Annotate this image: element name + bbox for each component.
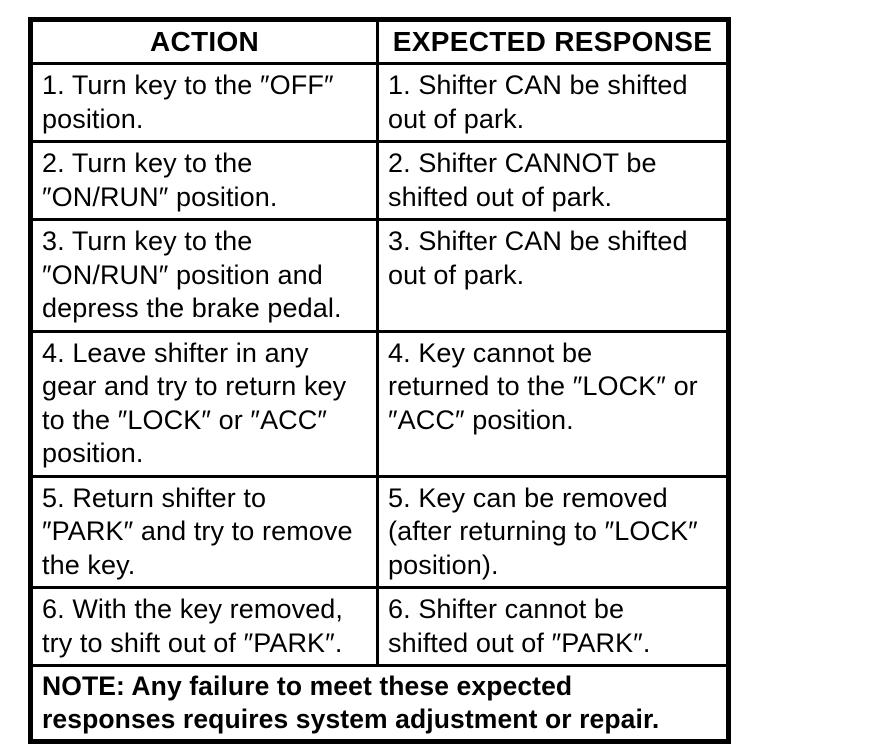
- action-cell: 4. Leave shifter in any gear and try to …: [29, 329, 379, 478]
- table-header-row: ACTION EXPECTED RESPONSE: [29, 18, 730, 65]
- test-step-row: 1. Turn key to the ″OFF″ position. 1. Sh…: [29, 62, 730, 143]
- response-cell: 4. Key cannot be returned to the ″LOCK″ …: [376, 329, 730, 478]
- test-step-row: 6. With the key removed, try to shift ou…: [29, 586, 730, 667]
- test-step-row: 2. Turn key to the ″ON/RUN″ position. 2.…: [29, 140, 730, 221]
- interlock-function-test-table: ACTION EXPECTED RESPONSE 1. Turn key to …: [28, 17, 731, 744]
- response-cell: 2. Shifter CANNOT be shifted out of park…: [376, 140, 730, 221]
- test-step-row: 5. Return shifter to ″PARK″ and try to r…: [29, 474, 730, 589]
- note-row: NOTE: Any failure to meet these expected…: [29, 664, 730, 743]
- response-cell: 5. Key can be removed (after returning t…: [376, 474, 730, 589]
- test-step-row: 4. Leave shifter in any gear and try to …: [29, 329, 730, 478]
- expected-response-column-header: EXPECTED RESPONSE: [376, 18, 730, 65]
- response-cell: 3. Shifter CAN be shifted out of park.: [376, 218, 730, 333]
- action-column-header: ACTION: [29, 18, 379, 65]
- action-cell: 6. With the key removed, try to shift ou…: [29, 586, 379, 667]
- action-cell: 2. Turn key to the ″ON/RUN″ position.: [29, 140, 379, 221]
- response-cell: 1. Shifter CAN be shifted out of park.: [376, 62, 730, 143]
- note-cell: NOTE: Any failure to meet these expected…: [29, 664, 730, 743]
- action-cell: 5. Return shifter to ″PARK″ and try to r…: [29, 474, 379, 589]
- action-cell: 1. Turn key to the ″OFF″ position.: [29, 62, 379, 143]
- test-step-row: 3. Turn key to the ″ON/RUN″ position and…: [29, 218, 730, 333]
- response-cell: 6. Shifter cannot be shifted out of ″PAR…: [376, 586, 730, 667]
- action-cell: 3. Turn key to the ″ON/RUN″ position and…: [29, 218, 379, 333]
